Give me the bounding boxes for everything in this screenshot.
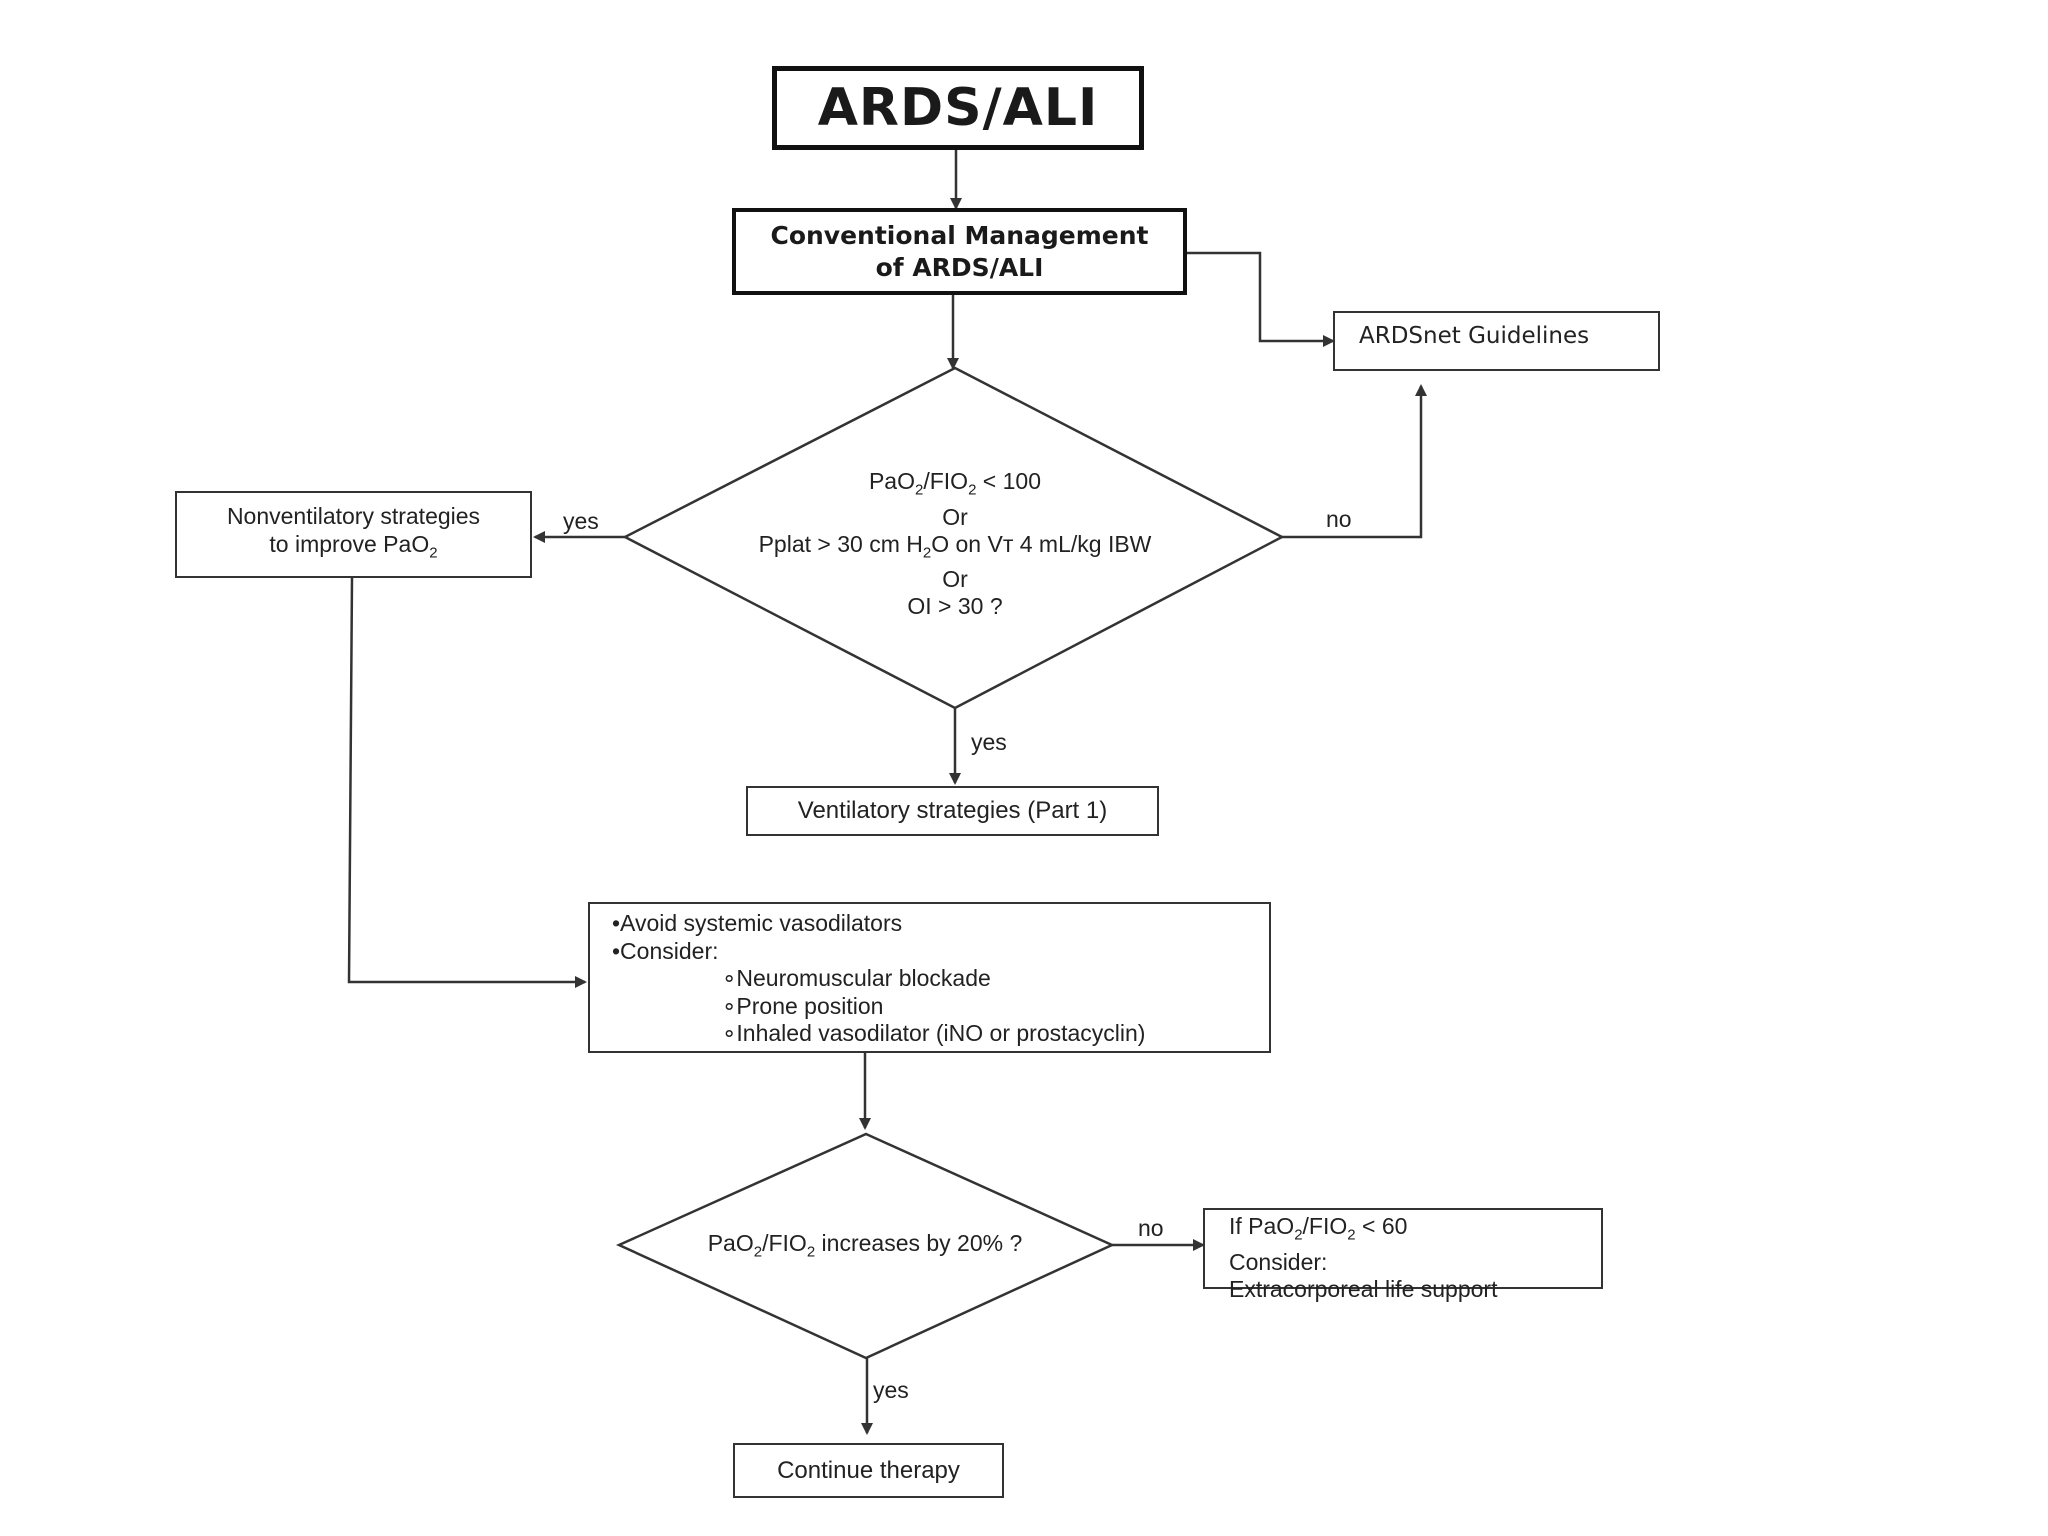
ecls-line2: Consider: xyxy=(1229,1248,1328,1275)
decision1-text: PaO2/FIO2 < 100 Or Pplat > 30 cm H2O on … xyxy=(655,468,1255,620)
consider-box: •Avoid systemic vasodilators •Consider: … xyxy=(588,902,1271,1053)
decision1-line5: OI > 30 ? xyxy=(907,593,1003,620)
decision1-line1: PaO2/FIO2 < 100 xyxy=(868,468,1042,499)
ecls-line1: If PaO2/FIO2 < 60 xyxy=(1229,1213,1408,1244)
continue-label: Continue therapy xyxy=(777,1456,960,1484)
ardsnet-label: ARDSnet Guidelines xyxy=(1359,323,1590,349)
continue-therapy-box: Continue therapy xyxy=(733,1443,1004,1498)
edge-label-decision1-yes-left: yes xyxy=(563,508,599,534)
ardsnet-guidelines-box: ARDSnet Guidelines xyxy=(1333,311,1660,371)
decision2-diamond xyxy=(615,1132,1116,1360)
consider-sub-prone: ∘Prone position xyxy=(722,992,884,1019)
title-text: ARDS/ALI xyxy=(817,78,1099,138)
edge-label-decision2-yes-down: yes xyxy=(873,1377,909,1403)
consider-sub-neuromuscular: ∘Neuromuscular blockade xyxy=(722,965,991,991)
edge-decision1-no-to-ardsnet xyxy=(1282,384,1427,539)
nonventilatory-line1: Nonventilatory strategies xyxy=(226,502,481,529)
ventilatory-strategies-box: Ventilatory strategies (Part 1) xyxy=(746,786,1159,836)
decision1-diamond xyxy=(622,366,1285,710)
nonventilatory-line2: to improve PaO2 xyxy=(269,530,438,562)
ecls-box: If PaO2/FIO2 < 60 Consider: Extracorpore… xyxy=(1203,1208,1603,1302)
decision1-line3: Pplat > 30 cm H2O on Vᴛ 4 mL/kg IBW xyxy=(758,530,1152,562)
edge-label-decision1-yes-down: yes xyxy=(971,729,1007,755)
edge-label-decision2-no-right: no xyxy=(1138,1215,1164,1241)
title-box: ARDS/ALI xyxy=(772,66,1144,150)
ecls-line3: Extracorporeal life support xyxy=(1229,1275,1498,1302)
decision1-or1: Or xyxy=(942,503,968,530)
consider-sub-inhaled: ∘Inhaled vasodilator (iNO or prostacycli… xyxy=(722,1020,1146,1046)
conventional-line1: Conventional Management xyxy=(770,220,1149,250)
consider-item-avoid-vasodilators: •Avoid systemic vasodilators xyxy=(612,910,903,936)
decision1-or2: Or xyxy=(942,566,968,593)
conventional-management-box: Conventional Management of ARDS/ALI xyxy=(732,208,1187,295)
nonventilatory-box: Nonventilatory strategies to improve PaO… xyxy=(175,491,532,578)
edge-label-decision1-no-right: no xyxy=(1326,506,1352,532)
conventional-line2: of ARDS/ALI xyxy=(875,252,1044,282)
consider-item-consider: •Consider: xyxy=(612,937,719,964)
edge-conventional-to-ardsnet xyxy=(1185,251,1335,347)
edge-nonventilatory-to-consider xyxy=(347,577,587,988)
ventilatory-label: Ventilatory strategies (Part 1) xyxy=(797,797,1108,824)
decision2-text: PaO2/FIO2 increases by 20% ? xyxy=(707,1230,1023,1261)
